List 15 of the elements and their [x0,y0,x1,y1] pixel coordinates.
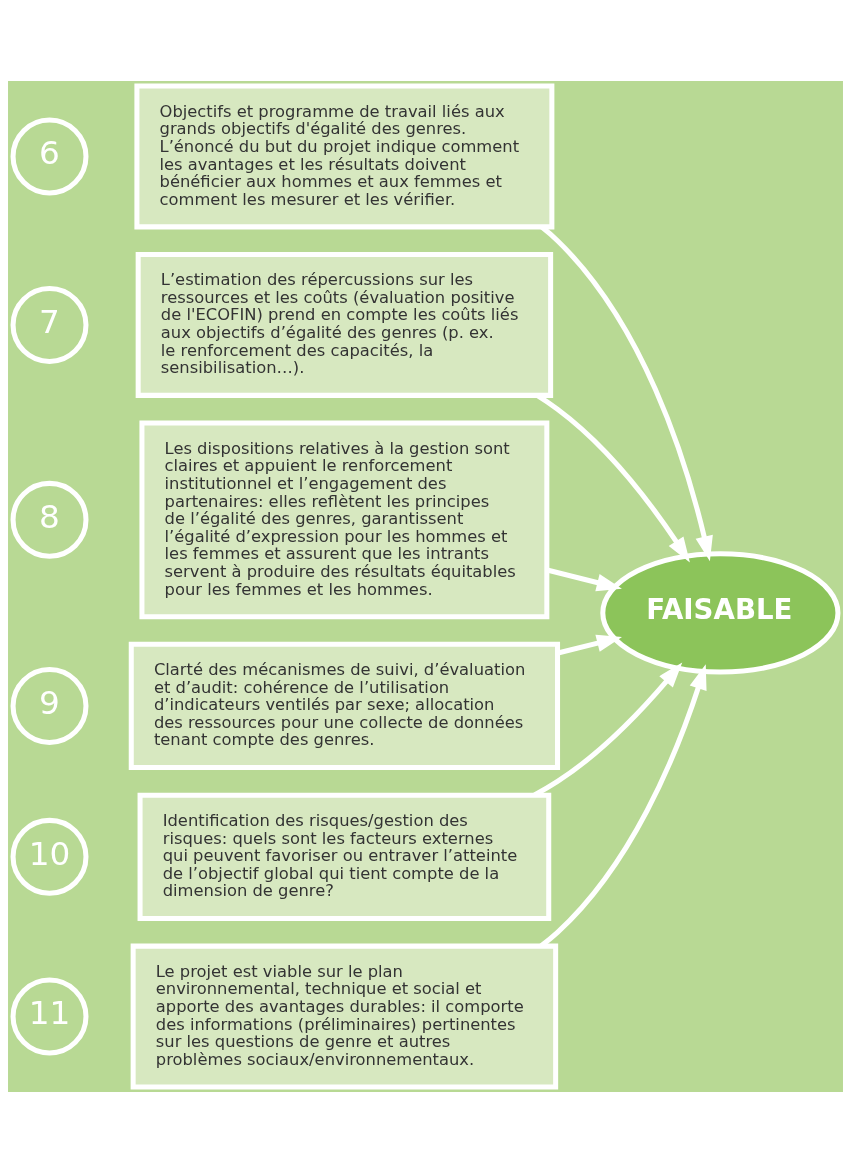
node-circle: 9 [10,666,89,745]
arrow [557,634,622,655]
node-circle: 8 [10,480,89,559]
node-circle: 7 [10,285,89,364]
node-box: Les dispositions relatives à la gestion sont claires et appuient le renforcement institutionnel et l’engagement des partenaires: elles reflètent les principes de l’égalité des genres, garantissent l’égalité d’expression pour les hommes et les femmes et assurent que les intrants servent à produire des résultats équitables pour les femmes et les hommes. [139,420,550,619]
arrow [546,567,622,591]
node-circle: 10 [10,817,89,896]
node-box: Objectifs et programme de travail liés aux grands objectifs d'égalité des genres. L’énoncé du but du projet indique comment les avantages et les résultats doivent bénéficier aux hommes et aux femmes et comment les mesurer et les vérifier. [134,83,555,229]
node-circle: 11 [10,977,89,1056]
node-box: Clarté des mécanismes de suivi, d’évaluation et d’audit: cohérence de l’utilisation d’indicateurs ventilés par sexe; allocation des ressources pour une collecte de données tenant compte des genres. [128,641,561,770]
node-box: Le projet est viable sur le plan environnemental, technique et social et apporte des avantages durables: il comporte des informations (préliminaires) pertinentes sur les questions de genre et autres problèmes sociaux/environnementaux. [130,943,559,1089]
node-ellipse: FAISABLE [600,550,841,675]
node-circle: 6 [10,116,89,195]
node-box: Identification des risques/gestion des risques: quels sont les facteurs externes qui peuvent favoriser ou entraver l’atteinte de l’objectif global qui tient compte de la dimension de genre? [137,792,552,921]
node-box: L’estimation des répercussions sur les ressources et les coûts (évaluation positive de l'ECOFIN) prend en compte les coûts liés aux objectifs d’égalité des genres (p. ex. le renforcement des capacités, la sensibilisation…). [135,251,554,398]
